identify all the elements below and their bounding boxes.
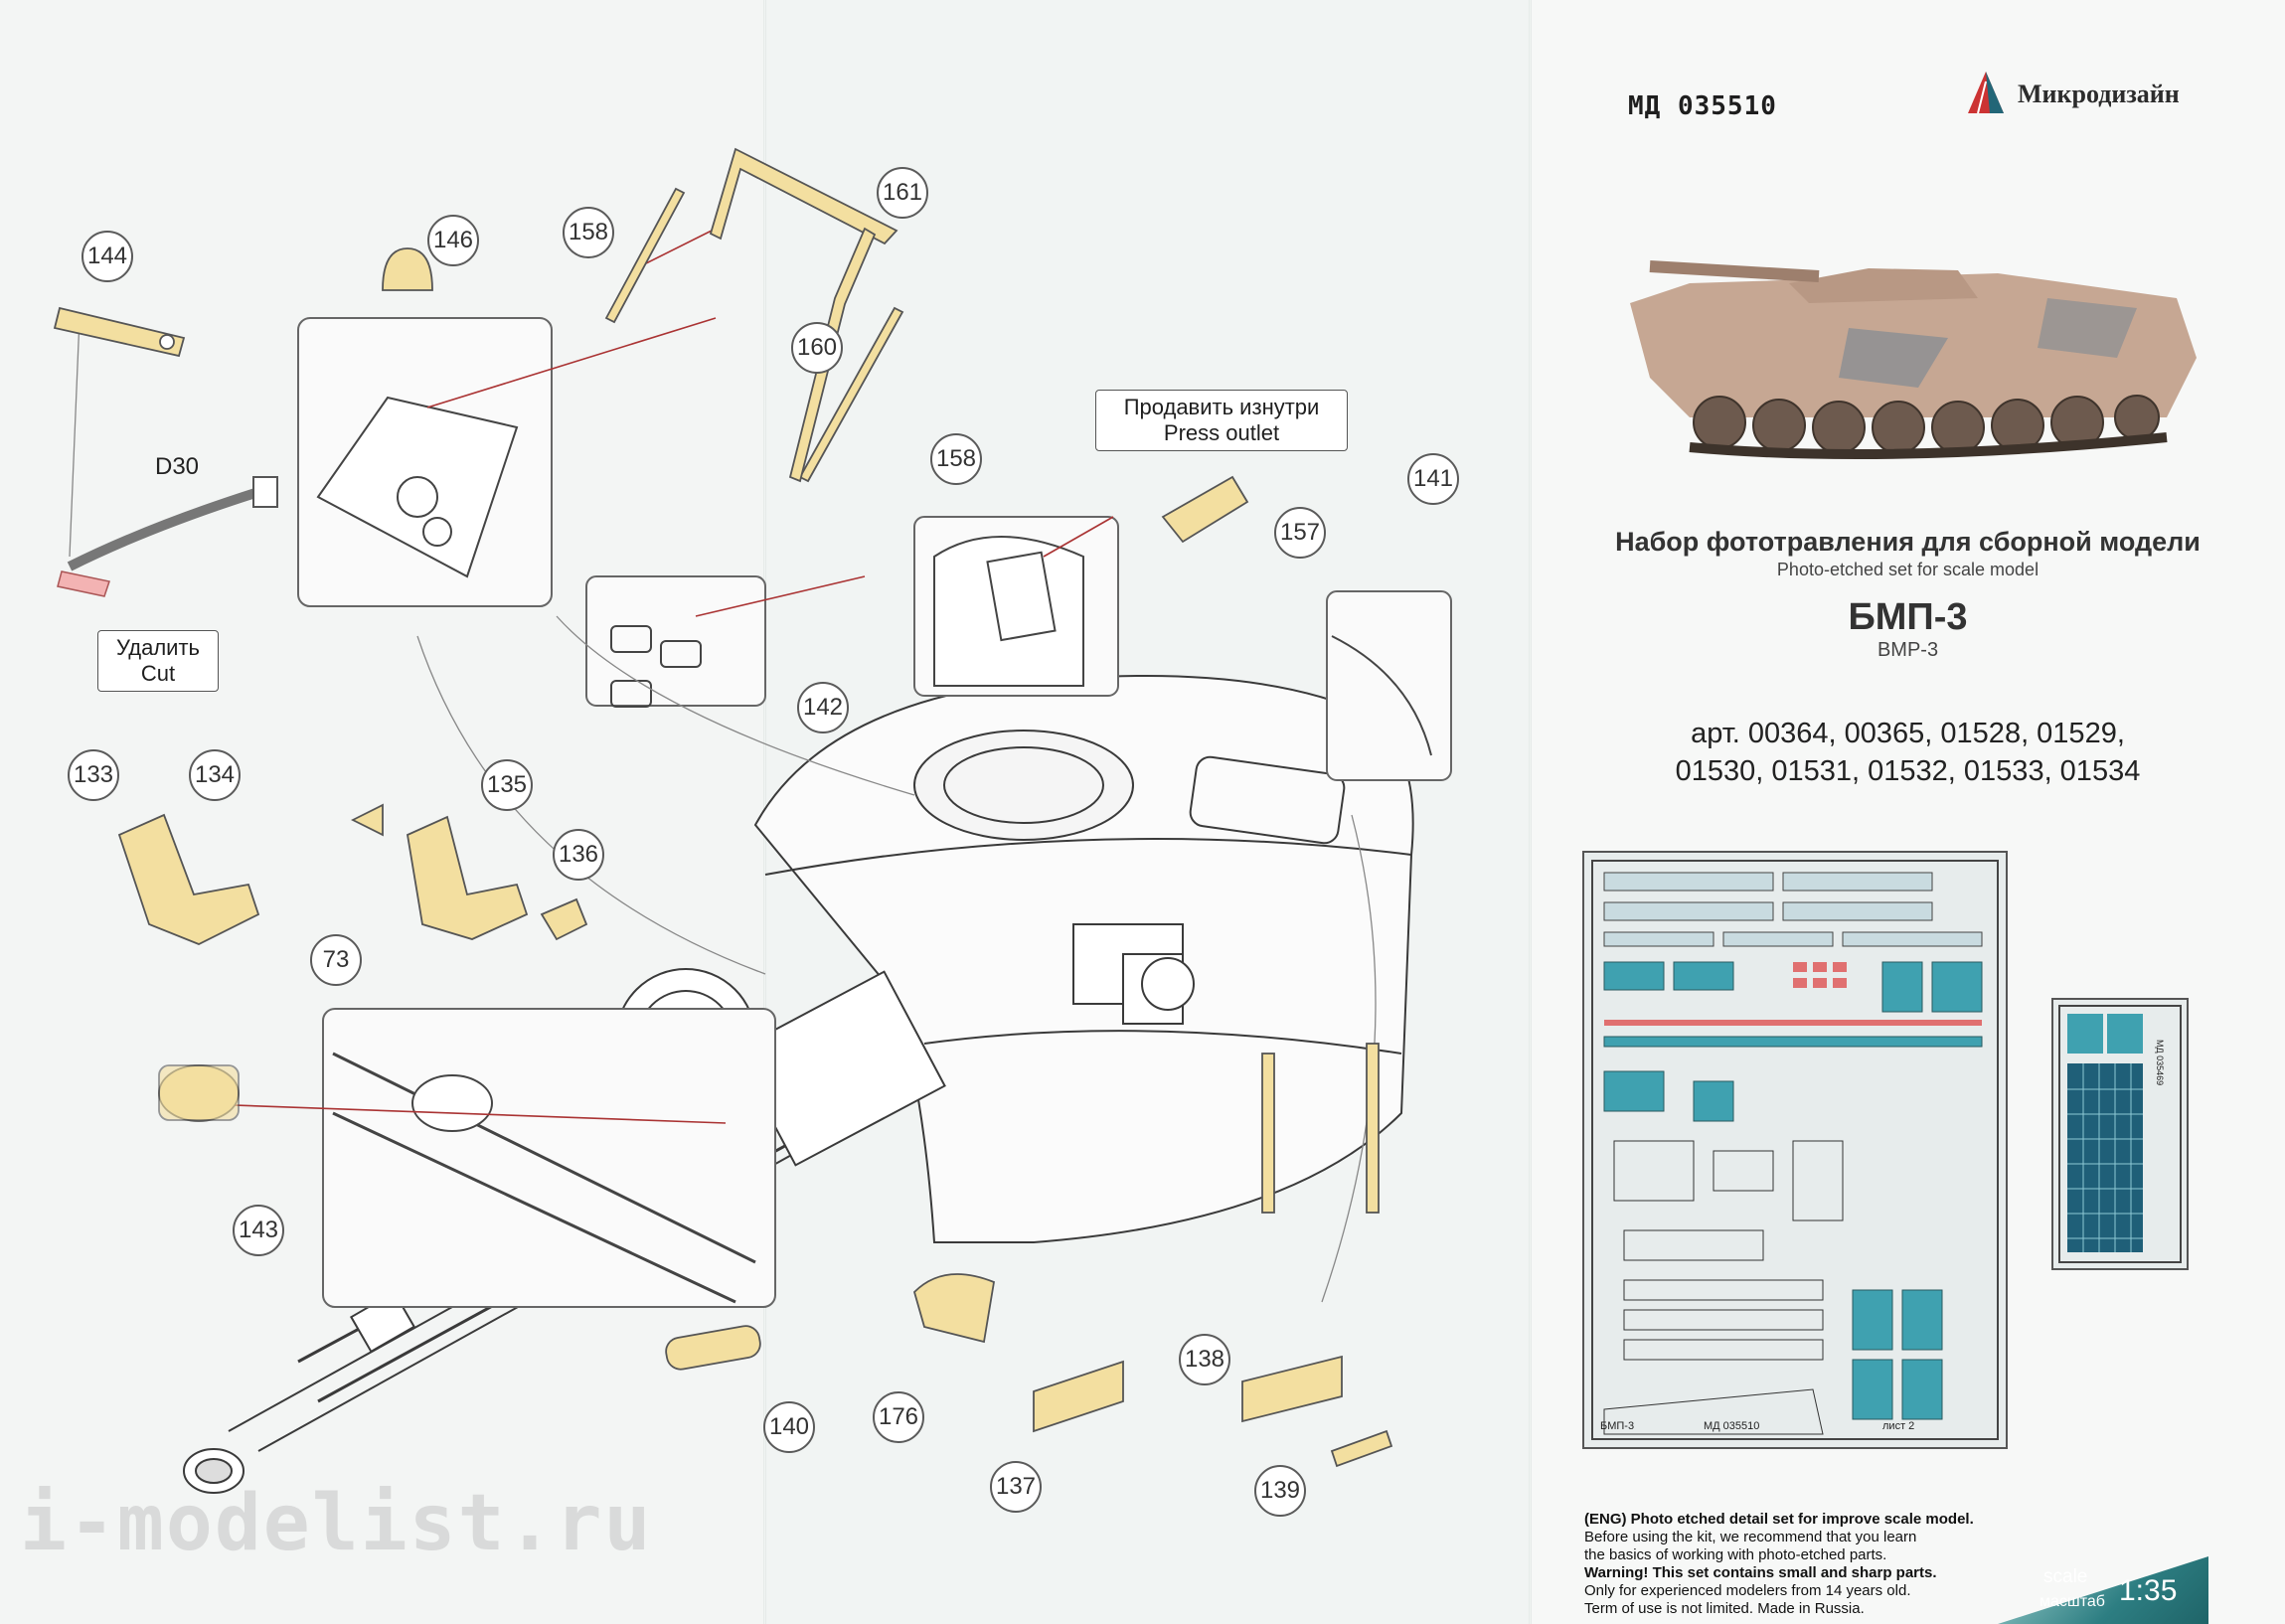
sheet-number-label: лист 2 (1882, 1420, 1914, 1432)
article-numbers-line2: 01530, 01531, 01532, 01533, 01534 (1675, 755, 2141, 787)
cut-note-ru: Удалить (116, 635, 200, 660)
callout-157: 157 (1274, 507, 1326, 559)
cut-note: Удалить Cut (97, 630, 219, 692)
fold-line (1529, 0, 1532, 1624)
wire-d30-label: D30 (155, 453, 200, 480)
callout-158: 158 (563, 207, 614, 258)
brand-name: Микродизайн (2018, 80, 2180, 108)
callout-138: 138 (1179, 1334, 1230, 1385)
callout-160: 160 (791, 322, 843, 374)
tank-photo (1630, 260, 2197, 460)
description-line: (ENG) Photo etched detail set for improv… (1584, 1511, 1974, 1528)
small-sheet-code: МД 035469 (2155, 1040, 2165, 1085)
callout-73: 73 (310, 934, 362, 986)
photo-etch-sheet-main: БМП-3 МД 035510 лист 2 (1582, 851, 2008, 1449)
scale-label-ru: масштаб (2040, 1593, 2105, 1610)
brand-logo-icon (1968, 72, 2004, 114)
callout-142: 142 (797, 682, 849, 733)
description-block: (ENG) Photo etched detail set for improv… (1584, 1511, 2002, 1618)
article-numbers-line1: арт. 00364, 00365, 01528, 01529, (1691, 718, 2125, 749)
cut-note-en: Cut (140, 661, 176, 686)
description-line: Before using the kit, we recommend that … (1584, 1529, 1917, 1545)
etch-sheet-small-art: МД 035469 (2058, 1005, 2182, 1263)
callout-158-lower: 158 (930, 433, 982, 485)
callout-146: 146 (427, 215, 479, 266)
callout-144: 144 (82, 231, 133, 282)
brand: Микродизайн (2018, 80, 2180, 109)
callout-137: 137 (990, 1461, 1042, 1513)
product-code: МД 035510 (1628, 91, 1777, 121)
set-title-ru: Набор фототравления для сборной модели (1615, 527, 2201, 557)
description-line: Only for experienced modelers from 14 ye… (1584, 1582, 1911, 1599)
description-line: the basics of working with photo-etched … (1584, 1546, 1887, 1563)
callout-134: 134 (189, 749, 241, 801)
callout-136: 136 (553, 829, 604, 881)
description-line: Warning! This set contains small and sha… (1584, 1564, 1937, 1581)
callout-141: 141 (1407, 453, 1459, 505)
callout-139: 139 (1254, 1465, 1306, 1517)
model-name-ru: БМП-3 (1848, 596, 1968, 638)
press-note-en: Press outlet (1163, 420, 1280, 445)
watermark-text: i-modelist.ru (20, 1479, 653, 1568)
etch-sheet-art: БМП-3 МД 035510 лист 2 (1591, 860, 1999, 1440)
callout-176: 176 (873, 1391, 924, 1443)
set-title-en: Photo-etched set for scale model (1776, 560, 2040, 579)
callout-143: 143 (233, 1205, 284, 1256)
sheet-code-label: МД 035510 (1704, 1420, 1759, 1432)
press-outlet-note: Продавить изнутри Press outlet (1095, 390, 1348, 451)
sheet-model-label: БМП-3 (1600, 1420, 1634, 1432)
callout-133: 133 (68, 749, 119, 801)
press-note-ru: Продавить изнутри (1123, 395, 1320, 419)
callout-161: 161 (877, 167, 928, 219)
description-line: Term of use is not limited. Made in Russ… (1584, 1600, 1865, 1617)
model-name-en: BMP-3 (1877, 639, 1939, 661)
photo-etch-sheet-small: МД 035469 (2051, 998, 2189, 1270)
scale-label-en: scale (2043, 1566, 2088, 1587)
callout-140: 140 (763, 1401, 815, 1453)
callout-135: 135 (481, 759, 533, 811)
scale-value: 1:35 (2119, 1574, 2178, 1607)
